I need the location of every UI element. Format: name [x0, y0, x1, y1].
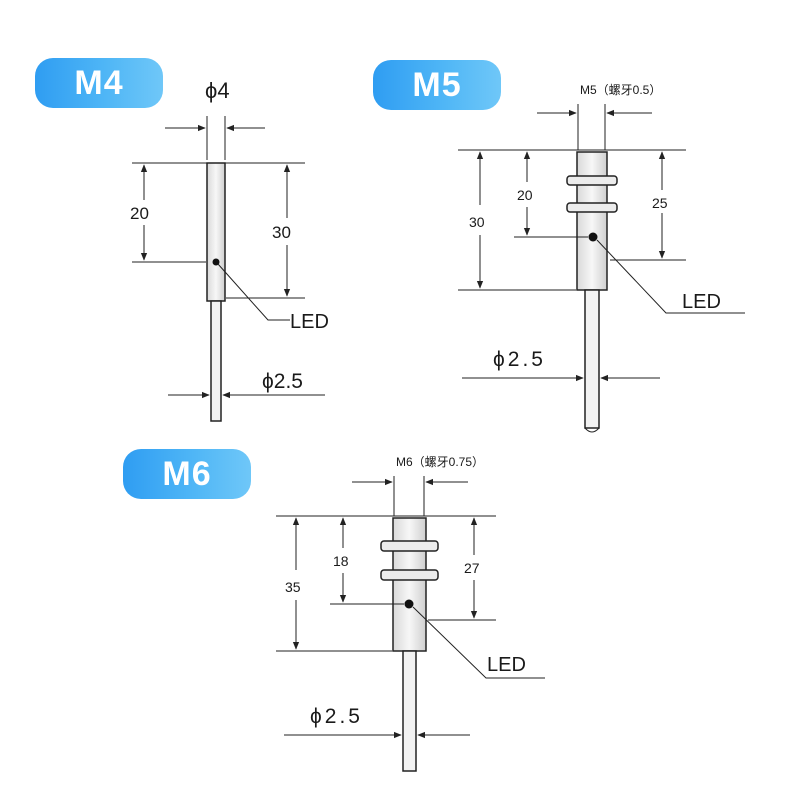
m6-led-label: LED — [487, 654, 526, 676]
m4-cable — [210, 300, 222, 422]
m6-dim-a: 18 — [333, 553, 349, 569]
m5-dim-a: 20 — [517, 187, 533, 203]
m6-led-leader — [412, 606, 545, 679]
m5-cable — [584, 289, 600, 429]
m6-dim-b: 35 — [285, 579, 301, 595]
badge-m5: M5 — [373, 60, 501, 110]
m4-sensor: ϕ4 20 30 LED ϕ2.5 — [130, 78, 329, 422]
badge-m4: M4 — [35, 58, 163, 108]
m5-nut-top — [566, 175, 618, 186]
m5-led-leader — [596, 239, 745, 314]
m5-dim-b: 30 — [469, 214, 485, 230]
m5-sensor: M5（螺牙0.5） 30 20 — [458, 83, 745, 433]
m6-cable — [402, 650, 417, 772]
m4-body — [206, 162, 226, 302]
m6-nut-bottom — [380, 569, 439, 581]
m4-dim-b: 30 — [272, 223, 291, 242]
m5-dim-c: 25 — [652, 195, 668, 211]
m4-dim-a: 20 — [130, 204, 149, 223]
m5-body — [576, 151, 608, 291]
m4-led-leader — [217, 263, 290, 321]
m4-led-dot — [212, 258, 220, 266]
m6-body — [392, 517, 427, 652]
m4-cable-label: ϕ2.5 — [262, 370, 303, 393]
m6-dim-c: 27 — [464, 560, 480, 576]
badge-m6: M6 — [123, 449, 251, 499]
m6-sensor: M6（螺牙0.75） 35 18 — [276, 455, 545, 772]
m5-nut-bottom — [566, 202, 618, 213]
m4-dia-label: ϕ4 — [205, 78, 230, 103]
m6-thread-label: M6（螺牙0.75） — [396, 455, 484, 469]
m5-led-label: LED — [682, 291, 721, 313]
m6-led-dot — [404, 599, 414, 609]
m5-led-dot — [588, 232, 598, 242]
m6-nut-top — [380, 540, 439, 552]
m6-cable-label: ϕ2.5 — [310, 705, 363, 728]
m5-thread-label: M5（螺牙0.5） — [580, 83, 661, 97]
m4-led-label: LED — [290, 311, 329, 333]
m5-cable-end — [584, 427, 600, 433]
m5-cable-label: ϕ2.5 — [493, 348, 546, 371]
